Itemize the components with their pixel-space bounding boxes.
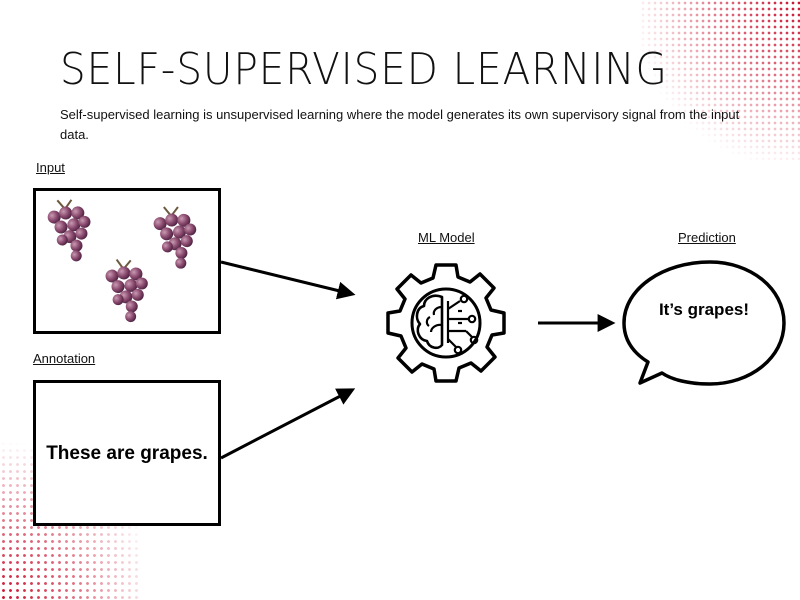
ml-model-gear-brain-icon [388, 265, 504, 381]
arrow-input-to-model [221, 262, 352, 294]
arrow-annotation-to-model [221, 390, 352, 458]
speech-bubble-icon [624, 262, 784, 384]
prediction-text: It’s grapes! [630, 300, 778, 320]
grapes-image [45, 195, 201, 324]
